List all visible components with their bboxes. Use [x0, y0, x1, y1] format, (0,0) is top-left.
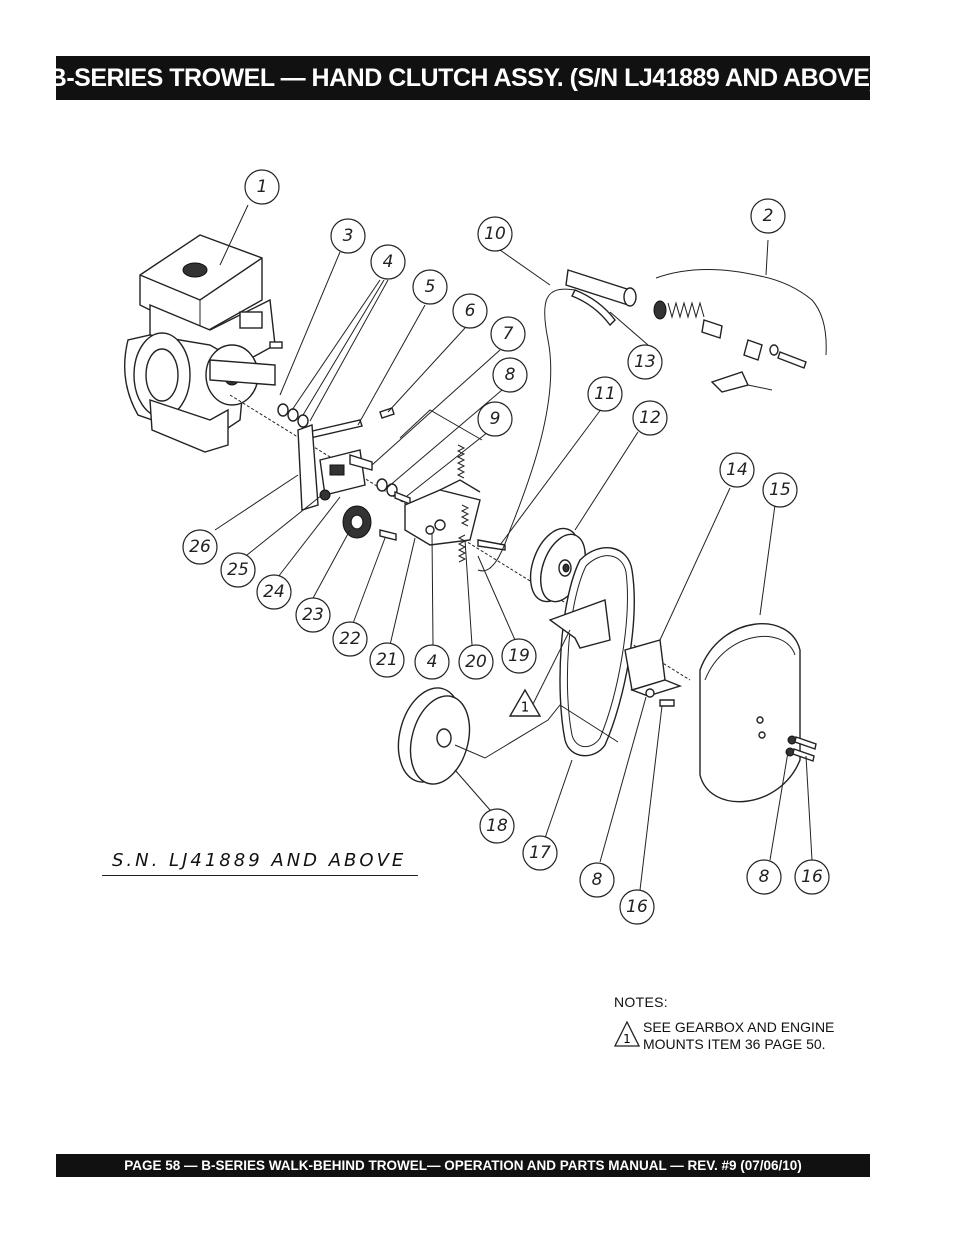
- svg-text:12: 12: [639, 408, 661, 428]
- callout-15: 15: [762, 472, 798, 508]
- callout-8: 8: [492, 357, 528, 393]
- callout-11: 11: [587, 376, 623, 412]
- belt-guard-bracket: [548, 599, 683, 707]
- callout-2: 2: [750, 198, 786, 234]
- warning-marker-label: 1: [521, 701, 529, 716]
- clutch-cable: [477, 288, 576, 572]
- svg-text:26: 26: [189, 537, 211, 557]
- page-footer: PAGE 58 — B-SERIES WALK-BEHIND TROWEL— O…: [56, 1154, 870, 1177]
- handle-grip: [565, 268, 827, 393]
- svg-text:8: 8: [505, 365, 516, 385]
- leader-lines: [214, 204, 813, 891]
- belt-guard-cover: [699, 623, 817, 803]
- note-marker: 1: [623, 1032, 631, 1046]
- callout-8b: 8: [579, 862, 615, 898]
- callout-14: 14: [719, 452, 755, 488]
- svg-text:11: 11: [594, 384, 616, 404]
- svg-text:9: 9: [490, 409, 501, 429]
- callout-8c: 8: [746, 859, 782, 895]
- callout-5: 5: [412, 269, 448, 305]
- callout-26: 26: [182, 529, 218, 565]
- svg-text:19: 19: [508, 646, 530, 666]
- svg-text:3: 3: [343, 226, 354, 246]
- serial-number-label: S.N. LJ41889 AND ABOVE: [112, 850, 407, 871]
- notes-title: NOTES:: [614, 994, 668, 1010]
- callout-9: 9: [477, 401, 513, 437]
- shaft-hardware: [277, 403, 411, 541]
- svg-text:18: 18: [486, 816, 508, 836]
- svg-text:15: 15: [769, 480, 791, 500]
- callout-1: 1: [244, 169, 280, 205]
- warning-triangle-icon: 1: [508, 688, 542, 717]
- svg-text:14: 14: [726, 460, 748, 480]
- svg-text:20: 20: [465, 652, 487, 672]
- svg-text:16: 16: [626, 897, 648, 917]
- engine-drawing: [123, 234, 283, 453]
- svg-text:13: 13: [634, 352, 656, 372]
- callout-13: 13: [627, 344, 663, 380]
- callout-24: 24: [256, 574, 292, 610]
- svg-text:22: 22: [339, 629, 361, 649]
- svg-text:10: 10: [484, 224, 506, 244]
- svg-text:24: 24: [263, 582, 285, 602]
- svg-text:25: 25: [227, 560, 249, 580]
- svg-text:4: 4: [383, 252, 394, 272]
- svg-text:2: 2: [763, 206, 774, 226]
- callout-12: 12: [632, 400, 668, 436]
- svg-text:23: 23: [302, 605, 324, 625]
- page-title: B-SERIES TROWEL — HAND CLUTCH ASSY. (S/N…: [56, 56, 870, 100]
- callout-6: 6: [452, 293, 488, 329]
- svg-text:21: 21: [376, 650, 398, 670]
- callout-22: 22: [332, 621, 368, 657]
- serial-underline: [102, 875, 418, 876]
- callout-23: 23: [295, 597, 331, 633]
- svg-text:1: 1: [257, 177, 268, 197]
- callout-4: 4: [370, 244, 406, 280]
- bracket-and-spring: [404, 444, 506, 563]
- note-text-line-1: SEE GEARBOX AND ENGINE: [643, 1019, 835, 1035]
- callout-20: 20: [458, 644, 494, 680]
- svg-text:6: 6: [465, 301, 476, 321]
- svg-text:17: 17: [529, 843, 551, 863]
- callout-25: 25: [220, 552, 256, 588]
- svg-text:7: 7: [503, 324, 514, 344]
- callout-16b: 16: [794, 859, 830, 895]
- callout-4b: 4: [414, 644, 450, 680]
- callout-3: 3: [330, 218, 366, 254]
- svg-text:4: 4: [427, 652, 438, 672]
- callout-21: 21: [369, 642, 405, 678]
- warning-note-icon: 1: [614, 1021, 640, 1047]
- callout-16: 16: [619, 889, 655, 925]
- callout-7: 7: [490, 316, 526, 352]
- callout-19: 19: [501, 638, 537, 674]
- callout-18: 18: [479, 808, 515, 844]
- callout-17: 17: [522, 835, 558, 871]
- svg-text:8: 8: [592, 870, 603, 890]
- note-text-line-2: MOUNTS ITEM 36 PAGE 50.: [643, 1036, 826, 1052]
- svg-text:8: 8: [759, 867, 770, 887]
- svg-text:16: 16: [801, 867, 823, 887]
- svg-text:5: 5: [425, 277, 436, 297]
- large-pulley: [397, 687, 471, 785]
- callout-10: 10: [477, 216, 513, 252]
- v-belt: [559, 546, 635, 757]
